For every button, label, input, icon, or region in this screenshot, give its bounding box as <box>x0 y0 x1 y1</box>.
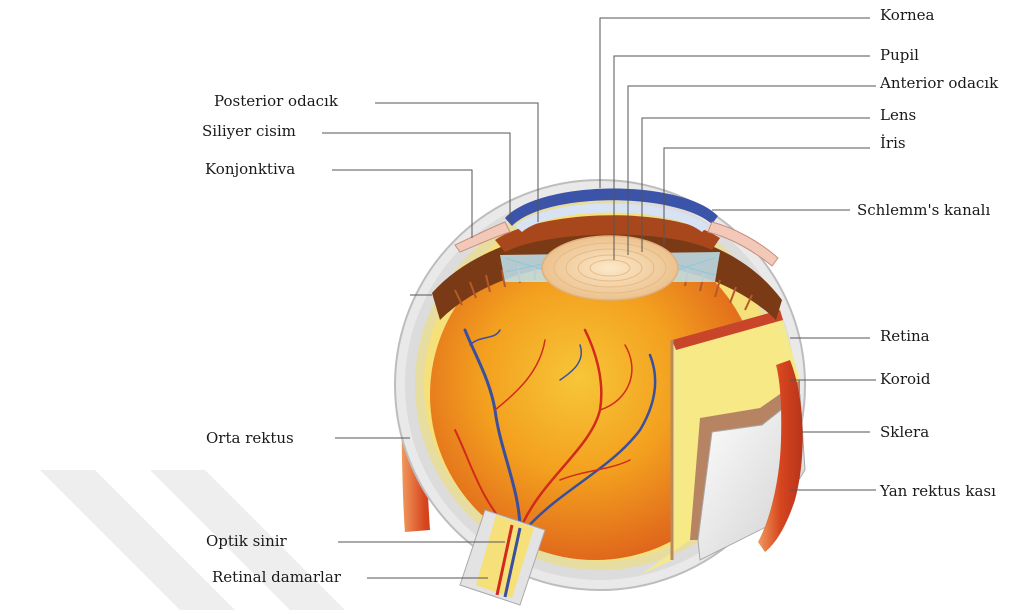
label-konjonktiva: Konjonktiva <box>205 160 295 178</box>
label-pupil: Pupil <box>880 46 919 64</box>
label-yan-rektus: Yan rektus kası <box>880 482 996 500</box>
label-kornea: Kornea <box>880 6 935 24</box>
watermark <box>40 470 345 610</box>
label-posterior-odacik: Posterior odacık <box>214 92 338 110</box>
label-siliyer-cisim: Siliyer cisim <box>202 122 296 140</box>
label-lens: Lens <box>880 106 916 124</box>
label-orta-rektus: Orta rektus <box>206 429 294 447</box>
label-sklera: Sklera <box>880 423 929 441</box>
lens <box>542 236 678 300</box>
label-retinal-damarlar: Retinal damarlar <box>212 568 341 586</box>
label-iris: İris <box>880 134 906 152</box>
label-optik-sinir: Optik sinir <box>206 532 287 550</box>
label-koroid: Koroid <box>880 370 930 388</box>
label-schlemm: Schlemm's kanalı <box>857 201 990 219</box>
label-anterior-odacik: Anterior odacık <box>880 74 998 92</box>
label-retina: Retina <box>880 327 930 345</box>
